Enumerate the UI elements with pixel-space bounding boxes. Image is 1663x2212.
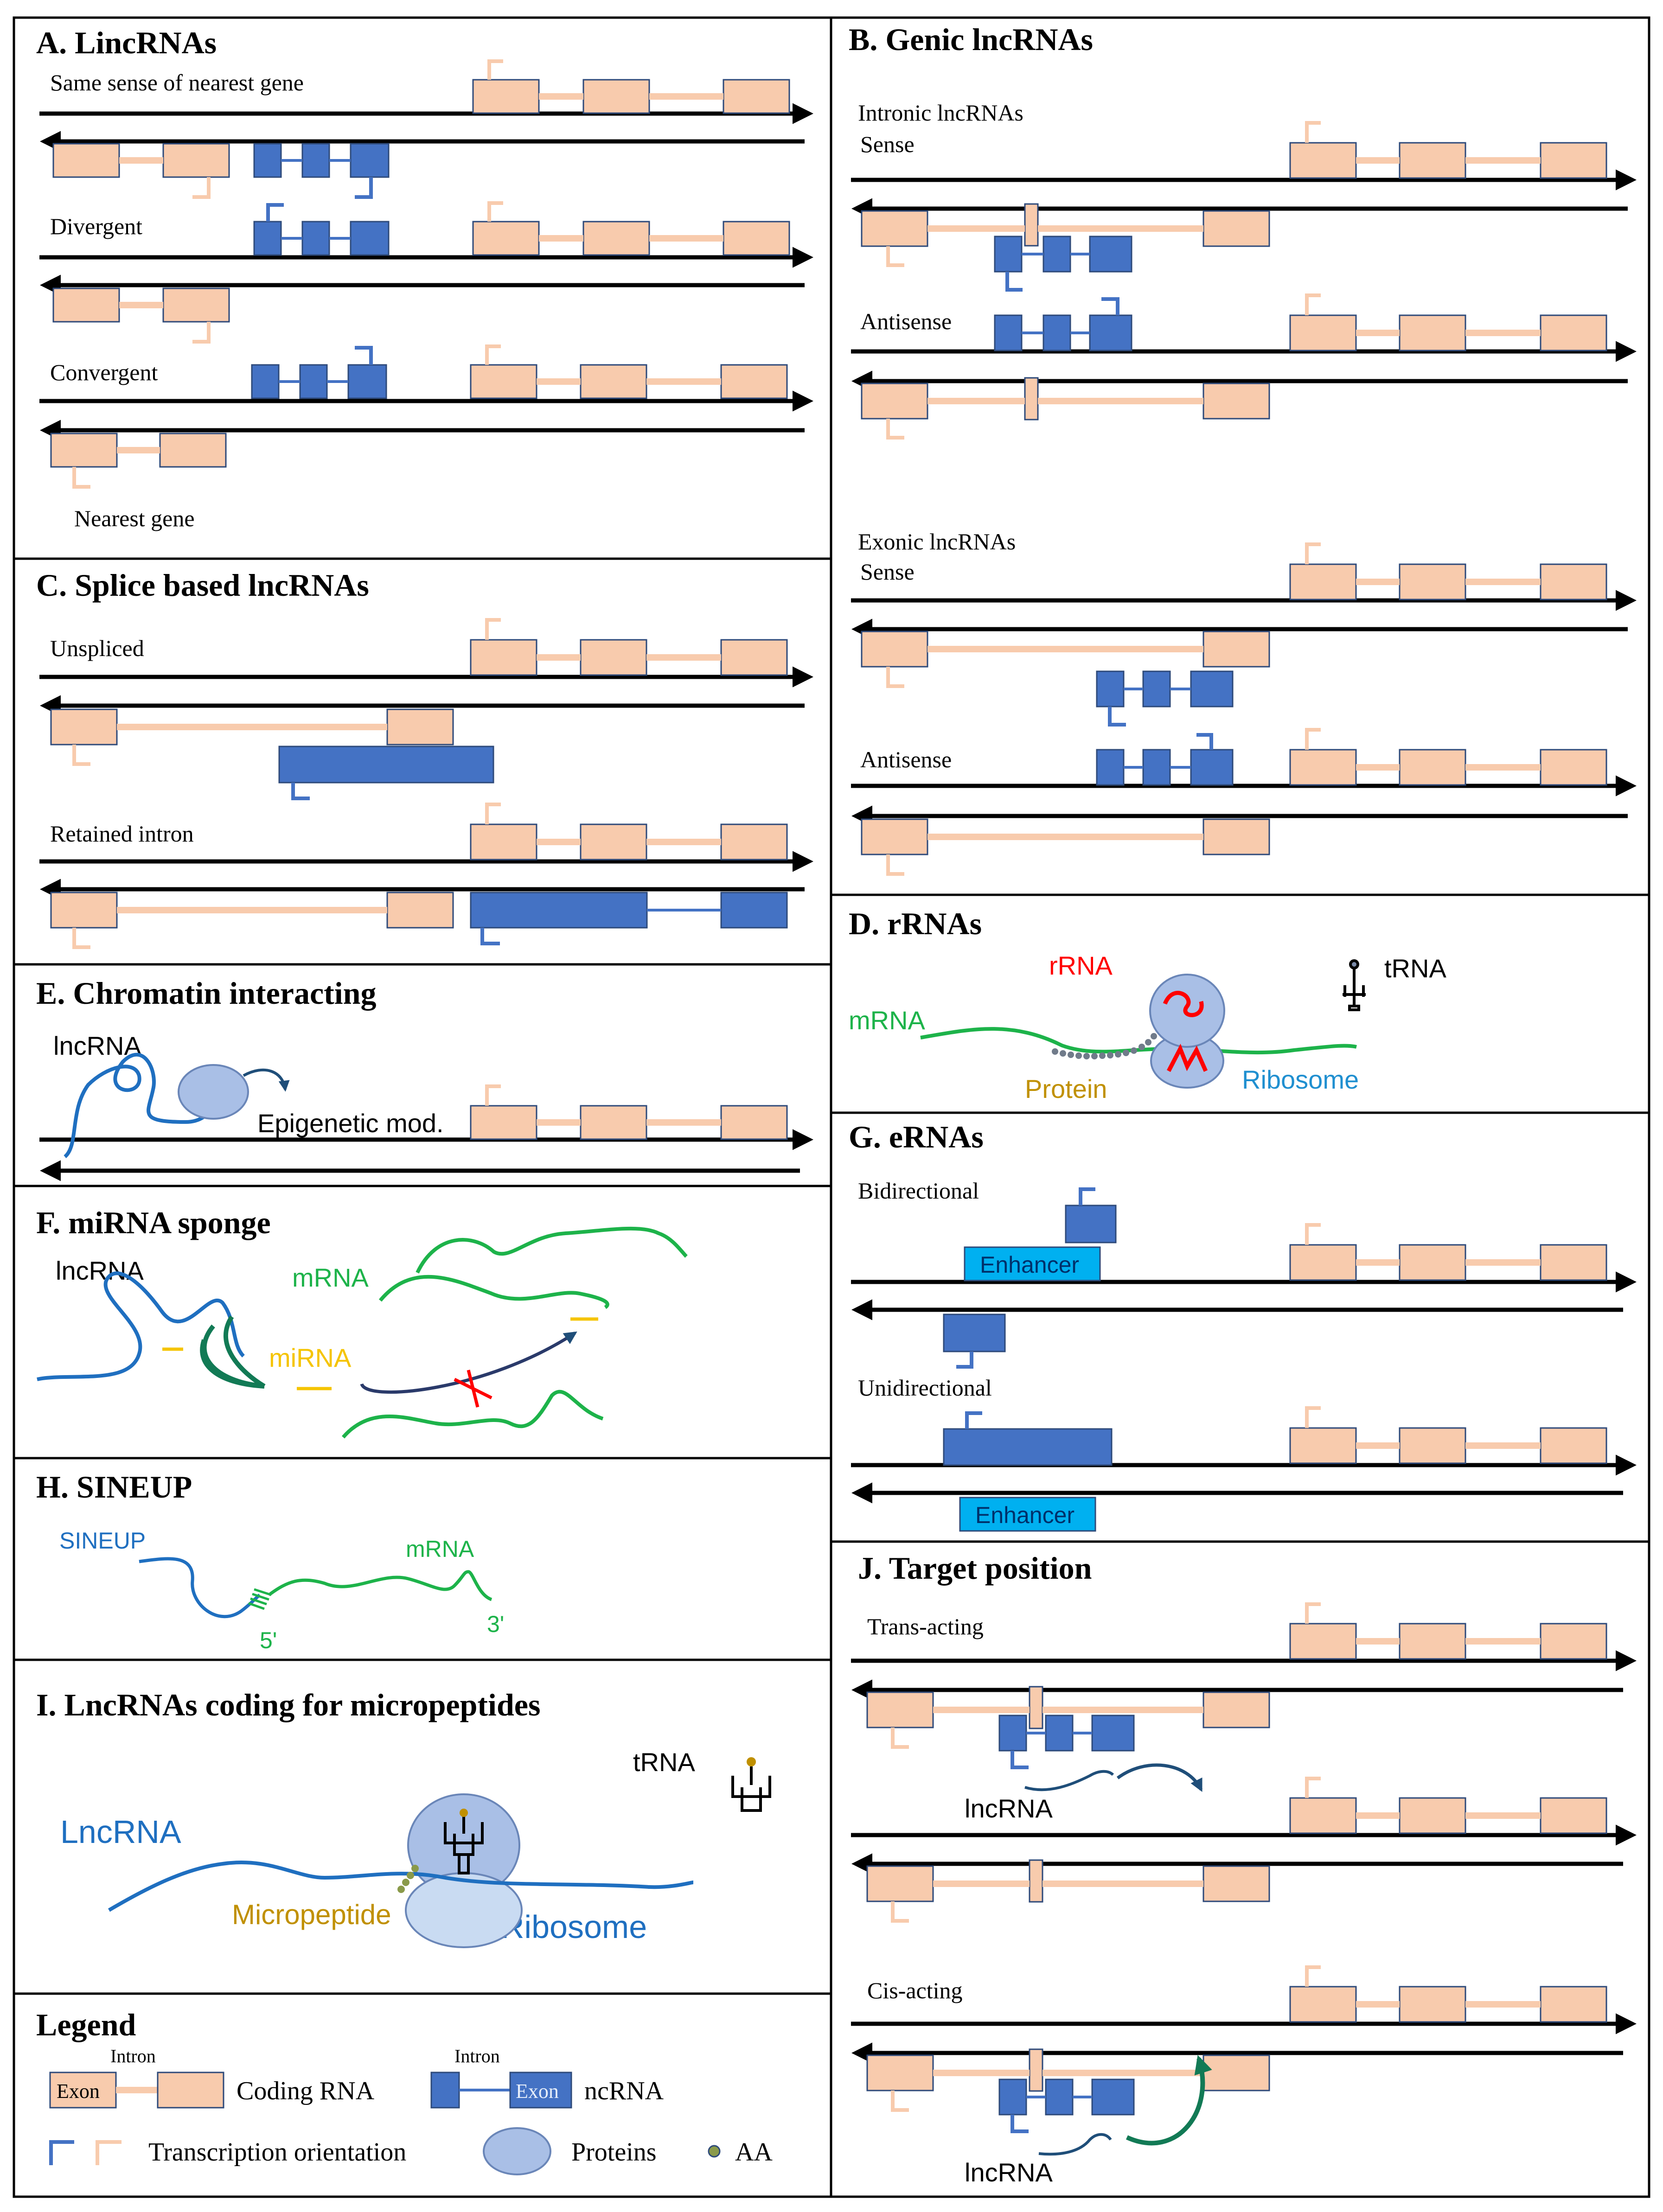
label-nearest-gene: Nearest gene <box>74 505 195 531</box>
legend-aa: AA <box>735 2138 773 2167</box>
label-intronic: Intronic lncRNAs <box>858 100 1023 126</box>
label-bidirectional: Bidirectional <box>858 1178 979 1204</box>
strand-pair <box>39 103 813 152</box>
protein <box>178 1064 249 1120</box>
label-unspliced: Unspliced <box>50 635 144 661</box>
label-exonic: Exonic lncRNAs <box>858 529 1016 555</box>
epigenetic-arrow <box>243 1068 290 1092</box>
label-rrna: rRNA <box>1049 951 1113 980</box>
panel-e-title: E. Chromatin interacting <box>36 975 377 1011</box>
enhancer-box <box>964 1246 1101 1281</box>
label-micropeptide: Micropeptide <box>232 1899 391 1930</box>
enhancer-box-2 <box>959 1497 1096 1532</box>
legend-intron: Intron <box>110 2046 156 2066</box>
panel-b-title: B. Genic lncRNAs <box>849 22 1093 57</box>
enhancer-label-2: Enhancer <box>975 1502 1075 1528</box>
panel-e: lncRNA Epigenetic mod. <box>39 1031 813 1181</box>
panel-c: Unspliced Retained intron <box>39 618 813 949</box>
coding-gene <box>472 59 790 114</box>
legend-proteins: Proteins <box>571 2138 657 2167</box>
label-trna-d: tRNA <box>1384 954 1446 983</box>
protein-chain <box>1052 1033 1157 1059</box>
panel-i: tRNA LncRNA Micropeptide Ribosome <box>60 1747 771 1948</box>
panel-frames <box>13 16 1650 2198</box>
label-exonic-sense: Sense <box>860 559 915 585</box>
ncrna-gene <box>253 143 390 199</box>
panel-b: Intronic lncRNAs Sense Antisense Exonic … <box>851 100 1637 876</box>
legend-title: Legend <box>36 2007 136 2042</box>
label-protein-d: Protein <box>1025 1074 1107 1103</box>
legend-ncrna-intron: Intron <box>454 2046 500 2066</box>
label-3prime: 3' <box>487 1611 504 1637</box>
panel-j-title: J. Target position <box>858 1550 1092 1586</box>
panel-a: Same sense of nearest gene Divergent Con… <box>39 59 813 531</box>
label-lncrna-j1: lncRNA <box>965 1794 1053 1823</box>
enhancer-label: Enhancer <box>980 1252 1079 1278</box>
legend-aa-dot <box>708 2145 721 2158</box>
label-trna-i: tRNA <box>633 1747 695 1777</box>
label-intronic-antisense: Antisense <box>860 308 952 334</box>
legend-ncrna-exon: Exon <box>516 2080 559 2103</box>
label-trans-acting: Trans-acting <box>867 1613 984 1639</box>
legend-transcription: Transcription orientation <box>148 2138 406 2167</box>
panel-d: rRNA tRNA mRNA Protein Ribosome <box>849 951 1446 1103</box>
mrna-line <box>920 1027 1357 1055</box>
legend: Exon Intron Coding RNA Intron Exon ncRNA… <box>49 2046 773 2175</box>
trna-icon-ribosome <box>444 1815 484 1874</box>
legend-protein-shape <box>483 2127 551 2175</box>
label-divergent: Divergent <box>50 213 142 239</box>
label-ribosome-i: Ribosome <box>501 1909 647 1945</box>
coding-gene-reverse <box>52 143 230 199</box>
label-sineup: SINEUP <box>59 1528 146 1554</box>
label-5prime: 5' <box>260 1627 277 1653</box>
label-same-sense: Same sense of nearest gene <box>50 70 304 96</box>
trna-icon-d <box>1343 959 1366 1011</box>
label-lncrna-j2: lncRNA <box>965 2158 1053 2187</box>
panel-a-title: A. LincRNAs <box>36 25 217 60</box>
panel-g-title: G. eRNAs <box>849 1119 984 1154</box>
legend-exon: Exon <box>57 2080 100 2103</box>
trna-icon-i <box>731 1766 771 1812</box>
lncrna-loop <box>64 1052 220 1159</box>
panel-h-title: H. SINEUP <box>36 1469 192 1504</box>
legend-coding-rna: Coding RNA <box>237 2077 375 2105</box>
label-exonic-antisense: Antisense <box>860 746 952 772</box>
label-epigenetic: Epigenetic mod. <box>257 1109 444 1138</box>
label-cis-acting: Cis-acting <box>867 1977 963 2003</box>
panel-f-title: F. miRNA sponge <box>36 1205 271 1240</box>
label-unidirectional: Unidirectional <box>858 1375 992 1401</box>
label-mrna-d: mRNA <box>849 1006 926 1035</box>
panel-d-title: D. rRNAs <box>849 906 982 941</box>
label-lncrna-i: LncRNA <box>60 1814 181 1850</box>
rrna-squiggle <box>1163 991 1208 1072</box>
label-intronic-sense: Sense <box>860 131 915 157</box>
legend-ncrna: ncRNA <box>584 2077 664 2105</box>
label-mrna-h: mRNA <box>406 1536 474 1562</box>
panel-c-title: C. Splice based lncRNAs <box>36 567 369 603</box>
label-lncrna-e: lncRNA <box>53 1031 141 1060</box>
label-lncrna-f: lncRNA <box>56 1256 144 1285</box>
panel-g: Bidirectional Unidirectional Enhancer En… <box>851 1178 1637 1532</box>
panel-f: lncRNA mRNA miRNA <box>37 1226 688 1439</box>
panel-h: SINEUP mRNA 5' 3' <box>59 1528 504 1653</box>
label-retained-intron: Retained intron <box>50 821 194 847</box>
label-convergent: Convergent <box>50 359 158 385</box>
label-mrna-f: mRNA <box>292 1263 369 1292</box>
label-mirna-f: miRNA <box>269 1343 352 1372</box>
panel-j: Trans-acting lncRNA Cis-acting lncRNA <box>851 1602 1637 2187</box>
panel-i-title: I. LncRNAs coding for micropeptides <box>36 1687 540 1722</box>
label-ribosome-d: Ribosome <box>1242 1065 1359 1094</box>
